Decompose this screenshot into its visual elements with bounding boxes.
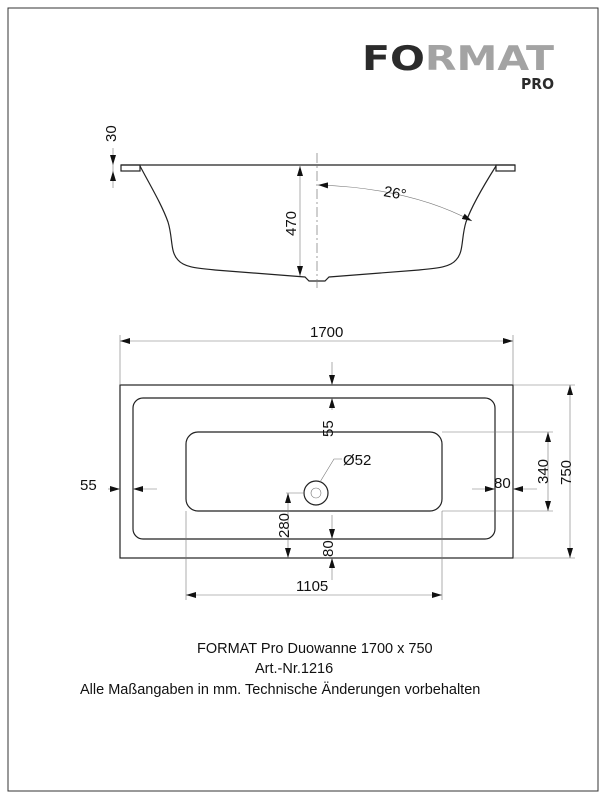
angle-arc: [317, 182, 473, 222]
basin-floor: [185, 431, 443, 512]
width-label: 750: [558, 460, 575, 485]
rim-thickness-label: 30: [103, 125, 120, 142]
caption-article: Art.-Nr.1216: [255, 661, 333, 677]
depth-label: 470: [283, 211, 300, 236]
angle-label: 26°: [382, 183, 407, 204]
right-flange: [495, 164, 516, 172]
rim-right-label: 80: [494, 475, 511, 492]
basin-width-label: 340: [535, 459, 552, 484]
rim-left-label: 55: [80, 477, 97, 494]
drain-diameter-label: Ø52: [343, 452, 371, 469]
basin-length-label: 1105: [296, 578, 328, 595]
rim-top-label: 55: [320, 420, 337, 437]
drawing-frame: [7, 7, 599, 792]
length-label: 1700: [310, 324, 343, 341]
caption-note: Alle Maßangaben in mm. Technische Änderu…: [80, 681, 480, 698]
caption-title: FORMAT Pro Duowanne 1700 x 750: [197, 641, 433, 657]
inner-rim: [132, 397, 496, 540]
logo-sub: PRO: [521, 75, 554, 93]
left-flange: [120, 164, 141, 172]
drain-offset-label: 280: [276, 513, 293, 538]
rim-bottom-label: 80: [320, 540, 337, 557]
drain-inner: [310, 487, 322, 499]
outer-outline: [119, 384, 514, 559]
top-view: 1700 750 340 55 80 55 80 280 Ø52: [80, 324, 575, 600]
drain-circle: [303, 480, 329, 506]
side-view: 470 26° 30: [103, 125, 516, 288]
drain-leader: [319, 458, 342, 483]
tub-profile: [139, 165, 497, 282]
